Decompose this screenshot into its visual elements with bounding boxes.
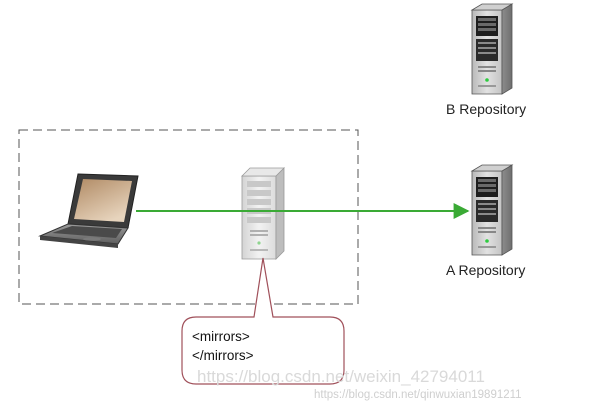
mirrors-callout-bubble [181,257,345,385]
callout-line-2: </mirrors> [192,348,254,363]
laptop-icon [38,173,139,248]
local-group-boundary [18,129,359,305]
a-repository-label: A Repository [446,262,525,278]
mirror-server-icon [241,167,285,260]
a-repository-server-icon [470,164,514,256]
watermark-primary: https://blog.csdn.net/weixin_42794011 [197,367,485,386]
callout-line-1: <mirrors> [192,329,250,344]
watermark-secondary: https://blog.csdn.net/qinwuxian19891211 [314,389,522,401]
b-repository-label: B Repository [446,101,526,117]
b-repository-server-icon [470,3,514,95]
